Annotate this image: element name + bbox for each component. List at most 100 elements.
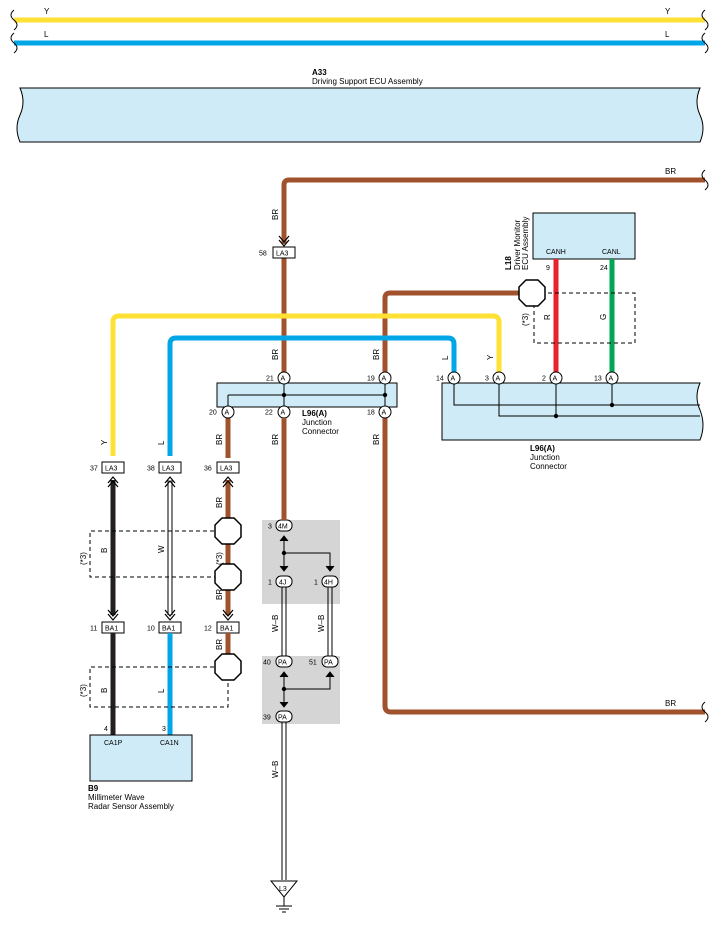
- la3-pin: 58: [259, 251, 267, 258]
- shield-note: (*3): [79, 552, 88, 565]
- ba1-label: BA1: [105, 626, 118, 633]
- pill: [275, 655, 293, 668]
- jc-left-name-1: Junction: [302, 418, 332, 427]
- wire-label-br: BR: [271, 434, 280, 445]
- bus-label-y-left: Y: [44, 7, 50, 16]
- connector-4m: 4M 3: [268, 519, 293, 532]
- pill-pin: 1: [268, 580, 272, 587]
- ecu-l18-canl-label: CANL: [602, 249, 621, 256]
- pill-pin: 1: [314, 580, 318, 587]
- la3-pin: 38: [147, 466, 155, 473]
- connector-arrow: [164, 476, 176, 488]
- pin-21: A 21: [266, 371, 291, 385]
- shield-box: [533, 292, 636, 344]
- ground-label: L3: [279, 886, 287, 893]
- ba1-pin: 11: [90, 626, 97, 633]
- jc-left-name-2: Connector: [302, 427, 339, 436]
- ecu-l18-code: L18: [504, 256, 513, 270]
- pin-13: A 13: [594, 371, 619, 385]
- wire-label-y: Y: [100, 439, 109, 445]
- ba1-pin: 12: [204, 626, 212, 633]
- jc-right-body: [441, 382, 704, 441]
- pill-label: 4H: [324, 580, 333, 587]
- wire-label-br: BR: [215, 434, 224, 445]
- connector-ba1-row: BA1 11 BA1 10 BA1 12: [90, 621, 240, 634]
- junction-dot: [609, 402, 615, 408]
- pin-number: 13: [594, 376, 602, 383]
- shield-box: [89, 530, 228, 578]
- pill: [275, 575, 293, 588]
- sensor-b9-code: B9: [88, 784, 99, 793]
- wire-label-br: BR: [271, 209, 280, 220]
- wire-br-top: [281, 177, 705, 244]
- la3-box: [216, 461, 240, 474]
- wire-label-l: L: [441, 355, 450, 360]
- connector-arrow: [107, 476, 119, 488]
- junction-dot: [281, 392, 287, 398]
- wire-br-19: [382, 290, 522, 372]
- wire-label-y: Y: [486, 354, 495, 360]
- pin-letter: A: [609, 376, 614, 383]
- wire-label-br: BR: [271, 349, 280, 360]
- pin-number: 22: [265, 410, 273, 417]
- splice-octagon: [214, 517, 242, 545]
- jc-right-line: [453, 383, 700, 406]
- wire-label-b: B: [100, 688, 109, 693]
- gray-block-upper: [262, 520, 340, 604]
- wire-label-br: BR: [215, 639, 224, 650]
- pin-number: 14: [436, 376, 444, 383]
- wire-br-18: [382, 416, 705, 715]
- pin-letter: A: [225, 410, 230, 417]
- pill-label: PA: [278, 715, 287, 722]
- wire-label-br-bottom: BR: [665, 699, 676, 708]
- wire-label-br: BR: [215, 497, 224, 508]
- la3-box: [272, 246, 296, 259]
- la3-box: [158, 461, 182, 474]
- ground-line: [284, 672, 331, 690]
- ba1-label: BA1: [162, 626, 175, 633]
- la3-pin: 36: [204, 466, 212, 473]
- wire-label-w: W: [157, 545, 166, 553]
- bus-label-y-right: Y: [665, 7, 671, 16]
- connector-la3-top: LA3 58: [259, 235, 296, 259]
- sensor-b9-name-1: Millimeter Wave: [88, 793, 145, 802]
- pin-number: 2: [542, 376, 546, 383]
- pill-label: PA: [278, 660, 287, 667]
- wire-label-wb: W–B: [271, 615, 280, 632]
- ecu-a33-name: Driving Support ECU Assembly: [312, 77, 423, 86]
- la3-label: LA3: [105, 466, 118, 473]
- splice-octagon: [214, 563, 242, 591]
- ecu-l18-canh-label: CANH: [546, 249, 566, 256]
- sensor-pin-n: 3: [162, 726, 166, 733]
- jc-right-line: [498, 383, 700, 417]
- sensor-pin-p-label: CA1P: [104, 740, 123, 747]
- wire-label-br: BR: [372, 434, 381, 445]
- shield-note: (*3): [521, 313, 530, 326]
- connector-pa-39: PA 39: [263, 710, 293, 723]
- pill-label: 4J: [279, 580, 286, 587]
- splice-octagon: [518, 279, 546, 307]
- pill: [321, 575, 339, 588]
- ground-circuit: 4M 3 4J 1 4H 1 W–B W–B PA 40: [262, 519, 340, 913]
- shield-note: (*3): [79, 684, 88, 697]
- ecu-l18-body: [532, 212, 636, 260]
- ecu-l18-pin-canh: 9: [546, 265, 550, 272]
- pin-18: A 18: [367, 405, 392, 419]
- connector-arrow: [325, 565, 335, 572]
- connector-arrow: [164, 609, 176, 621]
- pill-label: PA: [324, 660, 333, 667]
- ecu-a33-code: A33: [312, 68, 327, 77]
- pin-number: 19: [367, 376, 375, 383]
- splice-octagon: [214, 653, 242, 681]
- ecu-a33-body: [16, 87, 704, 143]
- pin-letter: A: [553, 376, 558, 383]
- pin-3: A 3: [485, 371, 506, 385]
- connector-arrow: [278, 235, 290, 247]
- pin-2: A 2: [542, 371, 563, 385]
- pill-pin: 51: [309, 660, 317, 667]
- ecu-l18-name-2: ECU Assembly: [521, 217, 530, 270]
- pin-letter: A: [281, 376, 286, 383]
- connector-arrow: [107, 609, 119, 621]
- junction-dot: [281, 686, 287, 692]
- connector-pa-40: PA 40: [263, 655, 293, 668]
